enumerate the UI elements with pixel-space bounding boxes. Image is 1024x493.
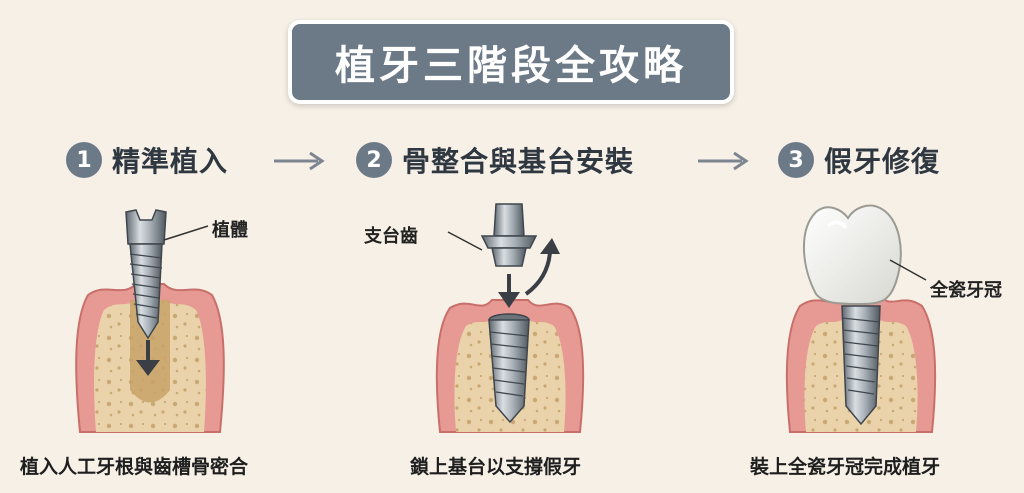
abutment-label: 支台齒 <box>364 226 418 247</box>
step-2-number: 2 <box>356 142 392 178</box>
step-3-caption: 裝上全瓷牙冠完成植牙 <box>750 456 941 478</box>
abutment-installation-illustration <box>435 203 585 433</box>
crown-label: 全瓷牙冠 <box>930 280 1002 301</box>
step-3-number: 3 <box>778 142 814 178</box>
page-title: 植牙三階段全攻略 <box>335 43 687 89</box>
arrow-right-icon <box>698 151 749 171</box>
step-1-caption: 植入人工牙根與齒槽骨密合 <box>20 456 249 478</box>
title-banner: 植牙三階段全攻略 <box>288 20 734 104</box>
step-3-header: 3 假牙修復 <box>778 138 940 182</box>
step-3-title: 假牙修復 <box>824 145 941 178</box>
implant-insertion-illustration <box>75 209 225 433</box>
curved-arrow-up-icon <box>524 238 560 296</box>
step-2-caption: 鎖上基台以支撐假牙 <box>410 456 582 478</box>
step-1-header: 1 精準植入 <box>66 138 228 182</box>
arrow-down-icon <box>136 340 160 376</box>
step-2-header: 2 骨整合與基台安裝 <box>356 138 634 182</box>
arrow-right-icon <box>274 151 325 171</box>
step-1-number: 1 <box>66 142 102 178</box>
arrow-down-icon <box>498 274 520 308</box>
implant-label: 植體 <box>212 220 248 241</box>
step-2-title: 骨整合與基台安裝 <box>402 145 635 178</box>
step-1-title: 精準植入 <box>112 145 229 178</box>
crown-restoration-illustration <box>785 204 937 433</box>
